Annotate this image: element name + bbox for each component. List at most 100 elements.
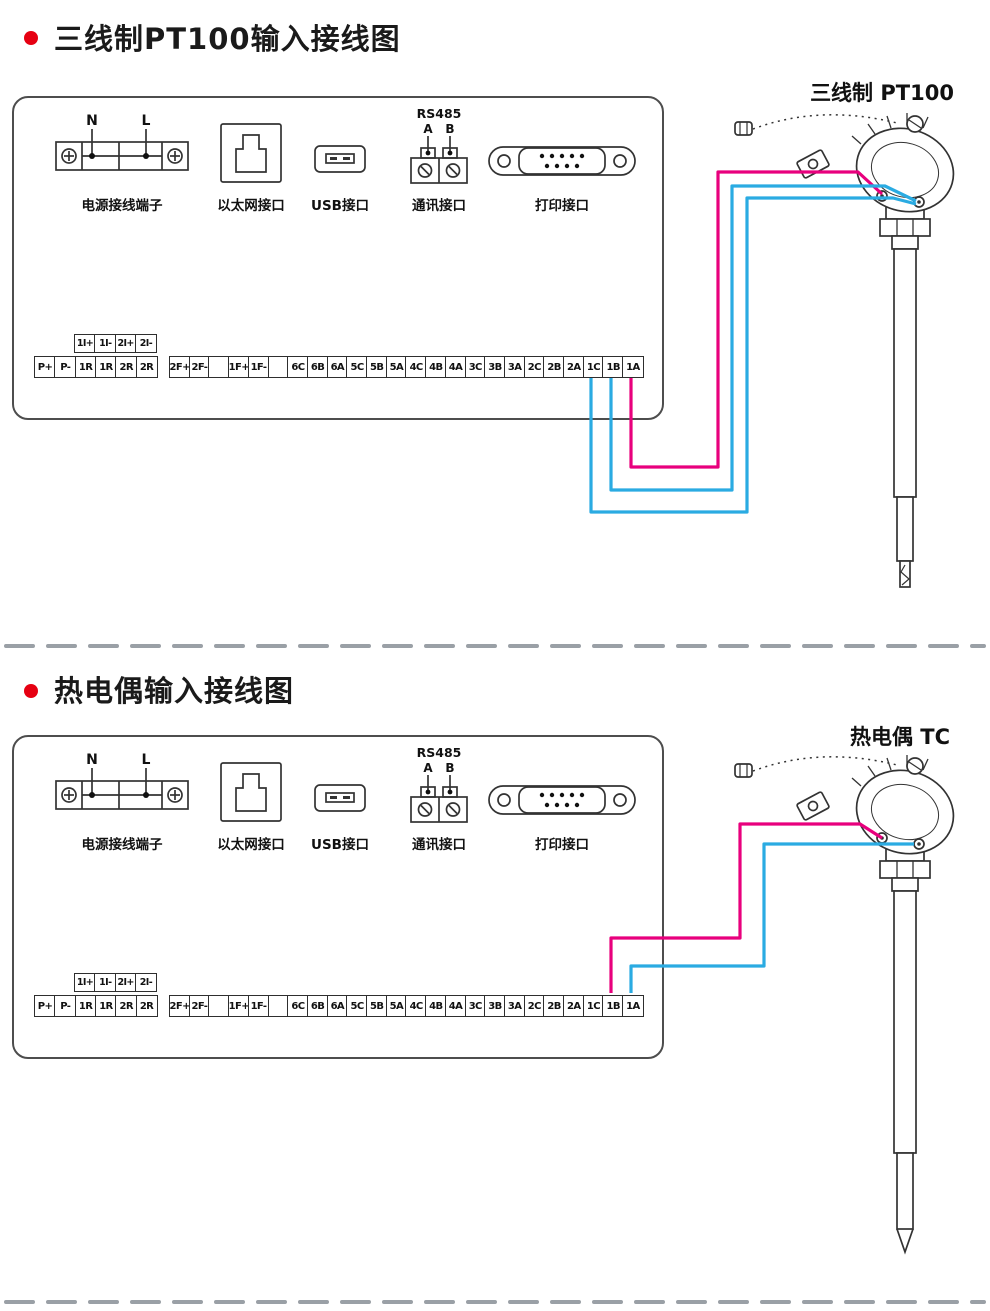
terminal-cell: 2F- bbox=[188, 995, 211, 1017]
terminal-cell: 2F+ bbox=[169, 995, 191, 1017]
terminal-cell bbox=[267, 356, 289, 378]
terminal-cell: 3B bbox=[484, 356, 506, 378]
terminal-cell: 2R bbox=[115, 356, 138, 378]
terminal-cell: 6C bbox=[287, 356, 309, 378]
sensor-label-pt100: 三线制 PT100 bbox=[810, 81, 954, 105]
printer-port-icon bbox=[488, 146, 636, 176]
power-terminal-icon: N L bbox=[55, 752, 189, 810]
terminal-cell: 1F- bbox=[247, 995, 270, 1017]
terminal-cell: 3A bbox=[503, 356, 526, 378]
sensor-label-tc: 热电偶 TC bbox=[849, 725, 951, 749]
terminal-cell: 5B bbox=[366, 995, 388, 1017]
terminal-cell: 2I- bbox=[134, 973, 157, 992]
terminal-cell: 4B bbox=[425, 356, 447, 378]
terminal-cell: 2I- bbox=[134, 334, 157, 353]
terminal-cell: 4A bbox=[444, 356, 467, 378]
terminal-cell: 2C bbox=[523, 995, 546, 1017]
terminal-cell: 2C bbox=[523, 356, 546, 378]
rs485-caption: 通讯接口 bbox=[412, 837, 466, 853]
svg-text:RS485: RS485 bbox=[417, 106, 462, 121]
terminal-cell: 1F+ bbox=[228, 356, 250, 378]
terminal-cell: 2F+ bbox=[169, 356, 191, 378]
terminal-cell: 1A bbox=[622, 995, 644, 1017]
terminal-cell: 1I- bbox=[94, 973, 117, 992]
terminal-cell: 4C bbox=[405, 356, 427, 378]
svg-text:B: B bbox=[445, 122, 454, 136]
terminal-cell: 1I+ bbox=[74, 334, 96, 353]
terminal-cell: 5C bbox=[346, 995, 368, 1017]
terminal-cell: 2F- bbox=[188, 356, 211, 378]
device-back-panel: N L 电源接线端子 以太网接口 bbox=[12, 735, 664, 1059]
svg-text:B: B bbox=[445, 761, 454, 775]
svg-text:N: N bbox=[86, 113, 98, 129]
usb-caption: USB接口 bbox=[311, 198, 369, 214]
terminal-cell: 2A bbox=[563, 356, 585, 378]
svg-text:L: L bbox=[142, 113, 151, 129]
terminal-cell: 6B bbox=[306, 995, 329, 1017]
terminal-cell: 6C bbox=[287, 995, 309, 1017]
terminal-cell: 2I+ bbox=[114, 973, 137, 992]
ethernet-caption: 以太网接口 bbox=[217, 837, 285, 853]
svg-text:RS485: RS485 bbox=[417, 745, 462, 760]
terminal-cell: 5B bbox=[366, 356, 388, 378]
ethernet-port-icon bbox=[220, 123, 282, 183]
svg-text:L: L bbox=[142, 752, 151, 768]
usb-caption: USB接口 bbox=[311, 837, 369, 853]
terminal-cell: 6B bbox=[306, 356, 329, 378]
terminal-cell: 6A bbox=[326, 356, 349, 378]
terminal-cell: 4C bbox=[405, 995, 427, 1017]
device-back-panel: N L 电源接线端子 以太网接口 bbox=[12, 96, 664, 420]
terminal-cell: 2R bbox=[115, 995, 138, 1017]
terminal-cell: P+ bbox=[34, 356, 56, 378]
terminal-cell bbox=[208, 995, 230, 1017]
terminal-cell: 1C bbox=[582, 995, 605, 1017]
terminal-cell: 1R bbox=[74, 356, 97, 378]
terminal-cell bbox=[267, 995, 289, 1017]
terminal-cell: 2B bbox=[543, 356, 565, 378]
ethernet-caption: 以太网接口 bbox=[217, 198, 285, 214]
svg-text:N: N bbox=[86, 752, 98, 768]
printer-port-icon bbox=[488, 785, 636, 815]
tc-sensor-illustration bbox=[734, 754, 965, 1255]
section-title-tc: 热电偶输入接线图 bbox=[54, 674, 295, 708]
terminal-cell: 2I+ bbox=[114, 334, 137, 353]
aux-terminal-strip: 1I+1I-2I+2I- bbox=[74, 334, 157, 353]
power-caption: 电源接线端子 bbox=[81, 837, 163, 853]
bullet-icon bbox=[24, 31, 38, 45]
pt100-wire-1a bbox=[629, 170, 884, 469]
terminal-cell: 2R bbox=[135, 356, 158, 378]
rs485-caption: 通讯接口 bbox=[412, 198, 466, 214]
aux-terminal-strip: 1I+1I-2I+2I- bbox=[74, 973, 157, 992]
terminal-cell: 1R bbox=[74, 995, 97, 1017]
usb-port-icon bbox=[314, 145, 366, 173]
terminal-cell: 1I+ bbox=[74, 973, 96, 992]
terminal-cell: 1R bbox=[94, 356, 117, 378]
bullet-icon bbox=[24, 684, 38, 698]
terminal-cell: 5A bbox=[385, 356, 408, 378]
terminal-cell: 3B bbox=[484, 995, 506, 1017]
terminal-cell: 2A bbox=[563, 995, 585, 1017]
terminal-cell: 5A bbox=[385, 995, 408, 1017]
terminal-cell: P- bbox=[54, 356, 77, 378]
section-title-pt100: 三线制PT100输入接线图 bbox=[54, 22, 401, 56]
terminal-cell: P+ bbox=[34, 995, 56, 1017]
usb-port-icon bbox=[314, 784, 366, 812]
terminal-cell: P- bbox=[54, 995, 77, 1017]
printer-caption: 打印接口 bbox=[535, 198, 589, 214]
pt100-sensor-illustration bbox=[734, 112, 965, 588]
rs485-port-icon: RS485 A B bbox=[410, 106, 468, 184]
terminal-cell: 1I- bbox=[94, 334, 117, 353]
terminal-cell: 1R bbox=[94, 995, 117, 1017]
terminal-cell: 1F- bbox=[247, 356, 270, 378]
terminal-cell: 3C bbox=[464, 356, 486, 378]
terminal-cell: 3A bbox=[503, 995, 526, 1017]
terminal-cell bbox=[208, 356, 230, 378]
terminal-cell: 2B bbox=[543, 995, 565, 1017]
power-caption: 电源接线端子 bbox=[81, 198, 163, 214]
tc-wire-1a bbox=[629, 842, 914, 993]
terminal-cell: 1B bbox=[602, 356, 624, 378]
terminal-cell: 1F+ bbox=[228, 995, 250, 1017]
